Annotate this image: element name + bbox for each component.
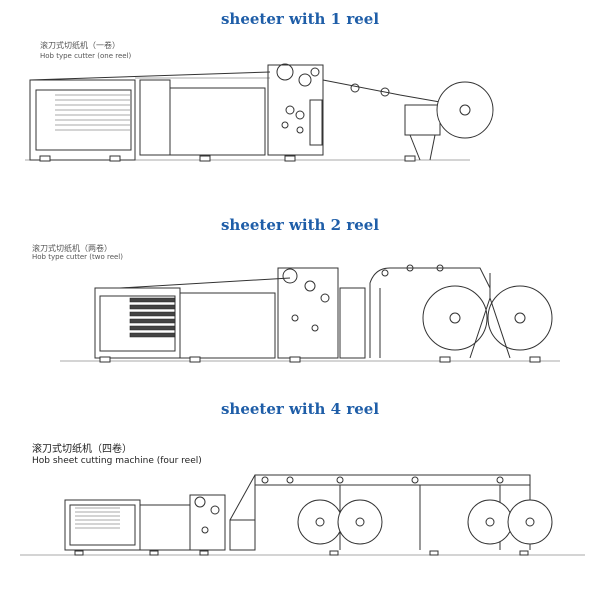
sheet-stack [130, 298, 175, 337]
one-reel-machine-drawing [0, 60, 600, 175]
two-reel-machine-drawing [0, 258, 600, 373]
paper-reel-4 [508, 500, 552, 544]
paper-reel-2 [338, 500, 382, 544]
four-reel-machine-drawing [0, 460, 600, 565]
section-3-heading: sheeter with 4 reel [220, 400, 380, 418]
section-2-label-en: Hob type cutter (two reel) [32, 253, 123, 261]
paper-reel-3 [468, 500, 512, 544]
section-1-label-en: Hob type cutter (one reel) [40, 52, 132, 60]
section-1-heading: sheeter with 1 reel [220, 10, 380, 28]
section-2-label-cn: 滚刀式切纸机（两卷） [32, 244, 112, 253]
section-3-label-en: Hob sheet cutting machine (four reel) [32, 456, 202, 466]
paper-reel-2 [488, 286, 552, 350]
paper-reel [437, 82, 493, 138]
paper-reel-1 [423, 286, 487, 350]
paper-reel-1 [298, 500, 342, 544]
section-2-heading: sheeter with 2 reel [220, 216, 380, 234]
sheet-stack [75, 508, 120, 528]
sheet-stack [55, 95, 130, 130]
section-3-label-cn: 滚刀式切纸机（四卷） [32, 444, 132, 455]
section-1-label-cn: 滚刀式切纸机（一卷） [40, 41, 120, 50]
